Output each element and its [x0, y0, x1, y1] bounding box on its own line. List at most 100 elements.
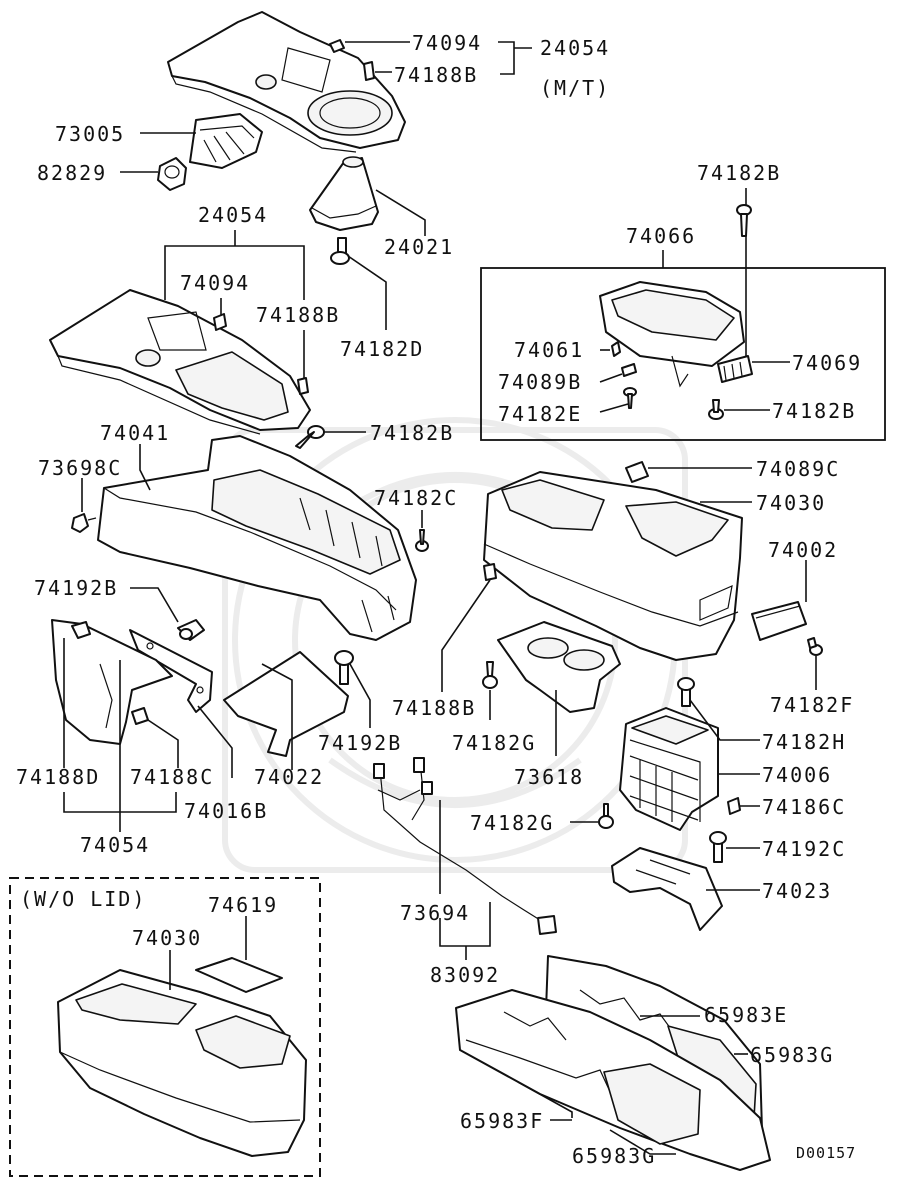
clip-74188C[interactable]: [131, 707, 149, 725]
label-74192B-top: 74192B: [34, 576, 118, 600]
label-74188C: 74188C: [130, 765, 214, 789]
screw-74182G-low[interactable]: [598, 803, 614, 829]
screw-74182C[interactable]: [415, 529, 429, 552]
bolt-74182D[interactable]: [330, 237, 350, 265]
clip-74188B-low[interactable]: [483, 563, 497, 581]
bracket-74023[interactable]: [611, 847, 723, 931]
label-74041: 74041: [100, 421, 170, 445]
label-74182E: 74182E: [498, 402, 582, 426]
hinge-74069[interactable]: [717, 355, 753, 383]
label-74030-low: 74030: [132, 926, 202, 950]
bracket-74022[interactable]: [223, 651, 349, 757]
fastener-73698C[interactable]: [71, 513, 97, 533]
label-73618: 73618: [514, 765, 584, 789]
wire-harness-73694[interactable]: [373, 757, 557, 935]
label-65983F: 65983F: [460, 1109, 544, 1133]
clip-74188D[interactable]: [71, 621, 91, 639]
label-65983G-right: 65983G: [750, 1043, 834, 1067]
clip-74089B[interactable]: [621, 363, 637, 377]
label-83092: 83092: [430, 963, 500, 987]
bolt-74192B-top[interactable]: [177, 619, 205, 641]
shift-boot-73005[interactable]: [189, 113, 263, 169]
label-74002: 74002: [768, 538, 838, 562]
label-74182H: 74182H: [762, 730, 846, 754]
label-24054-top: 24054: [540, 36, 610, 60]
label-74089B: 74089B: [498, 370, 582, 394]
console-cover-mt[interactable]: [167, 11, 406, 153]
spring-74061[interactable]: [611, 341, 621, 357]
label-wo-lid: (W/O LID): [20, 887, 146, 911]
label-74192C: 74192C: [762, 837, 846, 861]
clip-74188B-top[interactable]: [363, 61, 375, 81]
label-74089C: 74089C: [756, 457, 840, 481]
pocket-74002[interactable]: [751, 601, 807, 641]
part-labels: 24054 (M/T) 74094 74188B 73005 82829 240…: [16, 31, 862, 1168]
console-box-74030[interactable]: [483, 471, 743, 661]
screw-74182B-box[interactable]: [708, 399, 724, 420]
label-24021: 24021: [384, 235, 454, 259]
label-74069: 74069: [792, 351, 862, 375]
label-65983E: 65983E: [704, 1003, 788, 1027]
label-74192B-mid: 74192B: [318, 731, 402, 755]
label-74186C: 74186C: [762, 795, 846, 819]
label-74030-top: 74030: [756, 491, 826, 515]
bolt-74182H[interactable]: [677, 677, 695, 707]
clip-74094-mid[interactable]: [213, 313, 227, 331]
armrest-lid-74066[interactable]: [599, 281, 745, 388]
screw-74182F[interactable]: [807, 637, 823, 656]
mat-74619[interactable]: [195, 957, 283, 993]
label-74006: 74006: [762, 763, 832, 787]
storage-bin-74006[interactable]: [619, 707, 719, 831]
console-cover-at[interactable]: [49, 289, 311, 435]
label-74182B-mid: 74182B: [370, 421, 454, 445]
label-74094-top: 74094: [412, 31, 482, 55]
label-74023: 74023: [762, 879, 832, 903]
grommet-82829[interactable]: [157, 157, 187, 191]
lid-assembly-box: [480, 267, 886, 441]
panel-65983G-low[interactable]: [603, 1063, 701, 1145]
label-74188B-top: 74188B: [394, 63, 478, 87]
clip-74094-top[interactable]: [329, 39, 345, 53]
label-24054-mid: 24054: [198, 203, 268, 227]
label-73694: 73694: [400, 901, 470, 925]
console-box-74030-low[interactable]: [57, 969, 307, 1157]
bolt-74192B-mid[interactable]: [334, 650, 354, 685]
screw-74182B-top[interactable]: [736, 204, 752, 237]
label-74182F: 74182F: [770, 693, 854, 717]
shift-boot-24021[interactable]: [309, 156, 379, 231]
clip-74188B-mid[interactable]: [297, 377, 309, 395]
label-74182C: 74182C: [374, 486, 458, 510]
console-body-74041[interactable]: [97, 435, 417, 641]
label-74022: 74022: [254, 765, 324, 789]
label-74094-mid: 74094: [180, 271, 250, 295]
label-74182G-low: 74182G: [470, 811, 554, 835]
label-74182G-mid: 74182G: [452, 731, 536, 755]
label-65983G-low: 65983G: [572, 1144, 656, 1168]
label-74188B-mid: 74188B: [256, 303, 340, 327]
label-73698C: 73698C: [38, 456, 122, 480]
label-74188B-low: 74188B: [392, 696, 476, 720]
label-74066: 74066: [626, 224, 696, 248]
label-74619: 74619: [208, 893, 278, 917]
cup-holder-73618[interactable]: [497, 621, 621, 713]
label-74016B: 74016B: [184, 799, 268, 823]
clip-74186C[interactable]: [727, 797, 741, 815]
label-74182D: 74182D: [340, 337, 424, 361]
label-82829: 82829: [37, 161, 107, 185]
screw-74182G-mid[interactable]: [482, 661, 498, 689]
label-74061: 74061: [514, 338, 584, 362]
side-panel-74054[interactable]: [51, 619, 173, 745]
label-74188D: 74188D: [16, 765, 100, 789]
label-74182B-box: 74182B: [772, 399, 856, 423]
label-74182B-top: 74182B: [697, 161, 781, 185]
bolt-74192C[interactable]: [709, 831, 727, 863]
clip-74089C[interactable]: [625, 461, 649, 483]
label-74054: 74054: [80, 833, 150, 857]
screw-74182E[interactable]: [623, 387, 637, 409]
label-73005: 73005: [55, 122, 125, 146]
screw-74182B-mid[interactable]: [295, 425, 325, 449]
diagram-code: D00157: [796, 1144, 856, 1162]
without-lid-box: [9, 877, 321, 1177]
label-mt-note: (M/T): [540, 76, 610, 100]
